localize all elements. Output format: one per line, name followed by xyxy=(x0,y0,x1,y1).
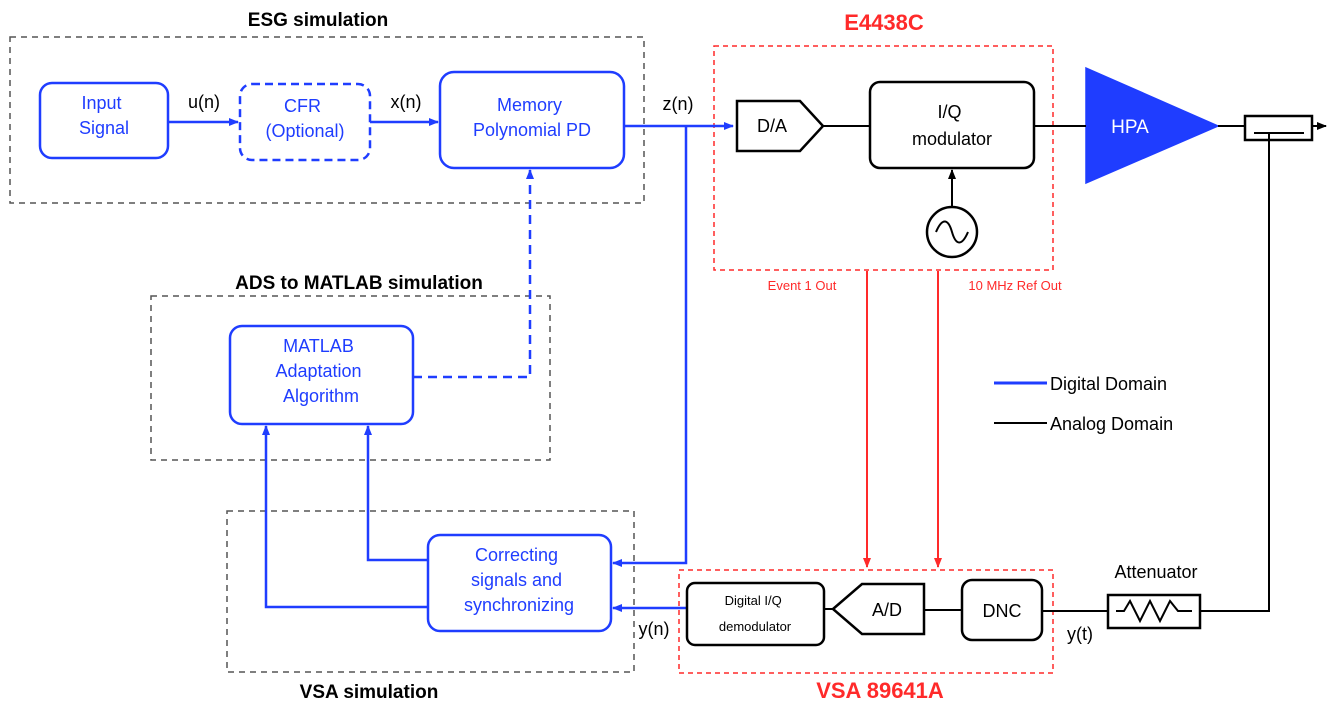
memory-polynomial-pd-block xyxy=(438,70,626,170)
legend-digital-label: Digital Domain xyxy=(1050,374,1167,394)
y-n-signal-label: y(n) xyxy=(639,619,670,639)
ad-converter-label: A/D xyxy=(872,600,902,620)
digital-iq-demodulator-block xyxy=(685,581,826,647)
z-signal-label: z(n) xyxy=(663,94,694,114)
matlab-adaptation-block xyxy=(228,324,415,426)
attenuator-label: Attenuator xyxy=(1114,562,1197,582)
sine-wave-icon xyxy=(935,220,969,244)
x-signal-label: x(n) xyxy=(391,92,422,112)
legend: Digital Domain Analog Domain xyxy=(994,374,1173,434)
coupler-block xyxy=(1243,114,1314,142)
matlab-adaptation-label: MATLAB Adaptation Algorithm xyxy=(275,336,366,406)
u-signal-label: u(n) xyxy=(188,92,220,112)
coupler-to-attenuator-line xyxy=(1200,133,1270,612)
e4438c-title: E4438C xyxy=(844,10,924,35)
esg-simulation-title: ESG simulation xyxy=(248,10,388,31)
iq-modulator-block xyxy=(868,80,1036,170)
digital-iq-demodulator-label: Digital I/Q demodulator xyxy=(719,593,792,634)
memory-polynomial-pd-label: Memory Polynomial PD xyxy=(473,95,591,140)
input-signal-block xyxy=(38,81,170,160)
iq-modulator-label: I/Q modulator xyxy=(912,102,992,149)
vsa-89641a-title: VSA 89641A xyxy=(816,678,944,702)
hpa-label: HPA xyxy=(1111,117,1149,138)
event-1-out-label: Event 1 Out xyxy=(768,278,837,293)
correcting-synchronizing-label: Correcting signals and synchronizing xyxy=(464,545,574,615)
cfr-label: CFR (Optional) xyxy=(265,96,344,141)
vsa-simulation-title: VSA simulation xyxy=(300,682,439,702)
input-signal-label: Input Signal xyxy=(79,93,129,138)
resistor-icon xyxy=(1116,598,1192,624)
matlab-to-pd-dashed-line xyxy=(413,169,534,379)
da-converter-block xyxy=(735,99,825,153)
z-feedback-line xyxy=(612,126,688,567)
da-converter-label: D/A xyxy=(757,116,787,136)
esg-simulation-group xyxy=(9,36,645,204)
vsa-simulation-group xyxy=(226,510,635,673)
y-t-signal-label: y(t) xyxy=(1067,624,1093,644)
legend-analog-label: Analog Domain xyxy=(1050,414,1173,434)
correcting-synchronizing-block xyxy=(426,533,613,633)
vsa-89641a-group xyxy=(678,569,1054,674)
dnc-label: DNC xyxy=(983,601,1022,621)
correcting-to-matlab-line-1 xyxy=(364,425,428,562)
ads-matlab-group xyxy=(150,295,551,461)
ads-matlab-title: ADS to MATLAB simulation xyxy=(235,273,483,294)
hpa-amplifier-icon xyxy=(1085,66,1220,185)
ref-out-label: 10 MHz Ref Out xyxy=(968,278,1062,293)
correcting-to-matlab-line-2 xyxy=(262,425,428,609)
e4438c-group xyxy=(713,45,1054,271)
